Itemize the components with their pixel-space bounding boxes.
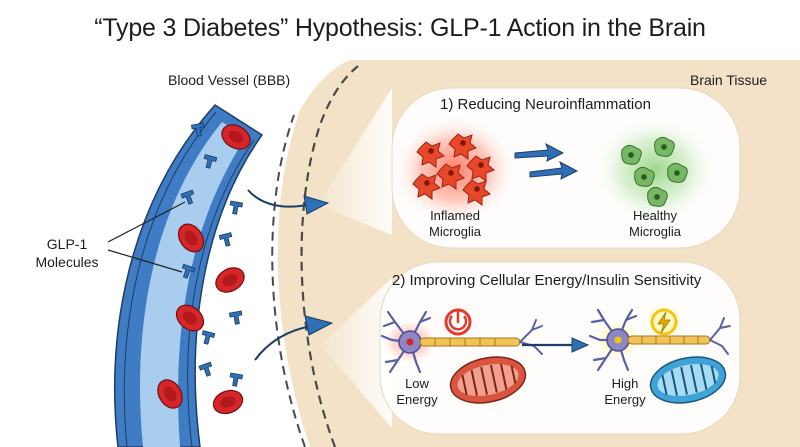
double-arrow-icon (514, 142, 579, 180)
panel-cellular-energy (379, 261, 741, 435)
healthy-microglia-icon (621, 136, 688, 207)
red-blood-cell (209, 385, 247, 419)
panel2-left-label-line1: Low (405, 376, 429, 391)
glp1-molecule-icon (228, 200, 244, 216)
glp1-pointer-lines (107, 201, 186, 273)
glp1-molecule-icon (228, 310, 244, 326)
panel1-left-label-line1: Inflamed (430, 208, 480, 223)
mitochondria-high-icon (649, 356, 727, 404)
panel2-right-label-line2: Energy (604, 392, 646, 407)
red-blood-cell (210, 262, 250, 298)
glp1-molecule-icon (218, 232, 235, 248)
panel2-title: 2) Improving Cellular Energy/Insulin Sen… (392, 272, 702, 289)
panel1-title: 1) Reducing Neuroinflammation (440, 96, 651, 113)
lightning-bolt-icon (647, 305, 681, 339)
mitochondria-low-icon (449, 356, 527, 404)
blood-vessel-label: Blood Vessel (BBB) (168, 72, 291, 88)
neuron-low-energy-icon (380, 310, 543, 374)
arrow-right-icon (522, 337, 590, 353)
neuron-high-energy-icon (588, 308, 731, 372)
blood-vessel (114, 104, 264, 447)
inflamed-microglia-icon (412, 133, 495, 206)
axon (419, 337, 521, 347)
glp1-molecule-icon (228, 372, 244, 388)
power-off-icon (444, 308, 472, 336)
glp1-molecule-icon (199, 330, 216, 346)
panel2-left-label-line2: Energy (396, 392, 438, 407)
page-title: “Type 3 Diabetes” Hypothesis: GLP-1 Acti… (94, 14, 706, 42)
panel-neuroinflammation (391, 87, 741, 249)
vessel-arrows (247, 189, 334, 361)
arrow-right-icon (304, 315, 334, 336)
panel2-right-label-line1: High (611, 376, 639, 391)
glp1-label-line1: GLP-1 (46, 236, 88, 252)
panel1-right-label-line2: Microglia (628, 224, 681, 239)
bbb-boundary (300, 65, 359, 447)
arrow-right-icon (303, 195, 330, 215)
glp1-label-line2: Molecules (35, 254, 99, 270)
brain-tissue-label: Brain Tissue (690, 72, 768, 88)
glp1-molecule-icon (198, 361, 215, 378)
panel1-right-label-line1: Healthy (632, 208, 678, 223)
zoom-cones (318, 88, 392, 428)
panel1-left-label-line2: Microglia (428, 224, 481, 239)
